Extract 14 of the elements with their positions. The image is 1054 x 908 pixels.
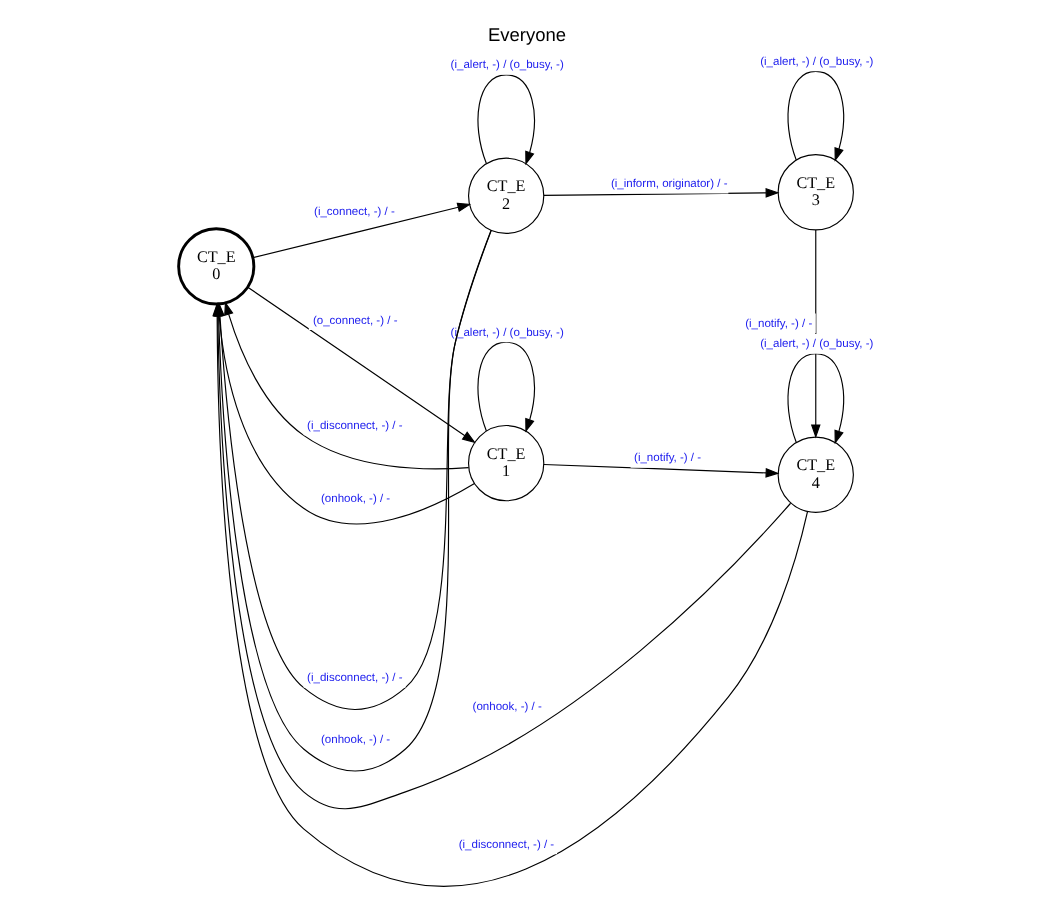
arrow — [247, 286, 476, 444]
node-circle: CT_E 3 — [777, 154, 854, 231]
arrow — [224, 301, 470, 470]
node-circle: CT_E 1 — [467, 424, 545, 502]
node-circle: CT_E 2 — [467, 157, 545, 234]
arrow — [787, 353, 845, 445]
node-circle: CT_E 4 — [777, 436, 854, 513]
diagram-title: Everyone — [487, 25, 567, 46]
arrow — [477, 341, 535, 433]
arrow — [477, 74, 535, 166]
arrow — [787, 70, 845, 162]
arrow — [543, 188, 780, 198]
node-circle: CT_E 0 — [177, 227, 256, 306]
arrow — [543, 463, 780, 478]
